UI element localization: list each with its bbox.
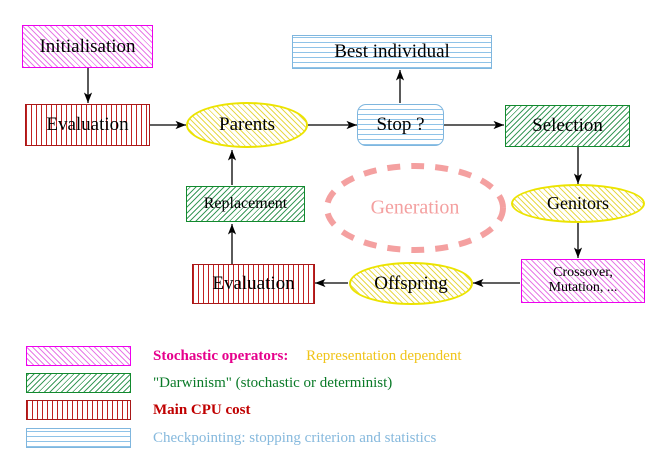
node-best-individual[interactable]: Best individual: [292, 35, 492, 69]
legend-text-darwinism: "Darwinism" (stochastic or determinist): [153, 374, 393, 391]
legend-row-cpu-cost: Main CPU cost: [26, 400, 251, 420]
node-crossover-mutation-label-line1: Crossover,: [553, 265, 613, 281]
node-evaluation-bottom-label: Evaluation: [212, 273, 295, 295]
generation-dashed-ellipse: [324, 163, 506, 253]
node-evaluation-bottom[interactable]: Evaluation: [192, 264, 315, 304]
legend-row-darwinism: "Darwinism" (stochastic or determinist): [26, 373, 392, 393]
node-evaluation-top-label: Evaluation: [46, 114, 129, 136]
legend-text-stochastic-primary: Stochastic operators:: [153, 347, 289, 364]
node-stop[interactable]: Stop ?: [357, 104, 444, 146]
node-generation-label: Generation: [370, 196, 460, 219]
node-offspring-label: Offspring: [374, 272, 448, 294]
node-evaluation-top[interactable]: Evaluation: [25, 104, 150, 146]
legend-swatch-magenta-diagonal-hatch: [26, 346, 131, 366]
node-replacement[interactable]: Replacement: [186, 186, 305, 222]
legend-swatch-green-diagonal-hatch: [26, 373, 131, 393]
node-parents-label: Parents: [219, 114, 275, 136]
node-genitors[interactable]: Genitors: [511, 184, 645, 223]
node-best-individual-label: Best individual: [334, 41, 450, 63]
node-selection[interactable]: Selection: [505, 105, 630, 147]
node-parents[interactable]: Parents: [186, 102, 308, 148]
node-genitors-label: Genitors: [547, 193, 609, 214]
node-selection-label: Selection: [532, 115, 603, 137]
node-crossover-mutation-label-line2: Mutation, ...: [548, 280, 618, 295]
legend-text-stochastic: Stochastic operators: Representation dep…: [153, 348, 462, 365]
legend-row-checkpointing: Checkpointing: stopping criterion and st…: [26, 428, 436, 448]
node-stop-label: Stop ?: [376, 114, 425, 136]
legend-row-stochastic: Stochastic operators: Representation dep…: [26, 346, 462, 366]
legend-text-checkpointing: Checkpointing: stopping criterion and st…: [153, 429, 437, 446]
node-offspring[interactable]: Offspring: [349, 262, 473, 305]
legend-swatch-blue-horizontal-hatch: [26, 428, 131, 448]
legend-swatch-red-vertical-hatch: [26, 400, 131, 420]
legend-text-cpu-cost: Main CPU cost: [153, 401, 251, 418]
node-initialisation[interactable]: Initialisation: [22, 25, 153, 68]
node-generation-annotation: Generation: [322, 162, 508, 254]
node-initialisation-label: Initialisation: [39, 35, 136, 57]
node-replacement-label: Replacement: [203, 194, 288, 212]
legend-text-stochastic-secondary: Representation dependent: [306, 347, 462, 364]
node-crossover-mutation[interactable]: Crossover, Mutation, ...: [521, 259, 645, 303]
